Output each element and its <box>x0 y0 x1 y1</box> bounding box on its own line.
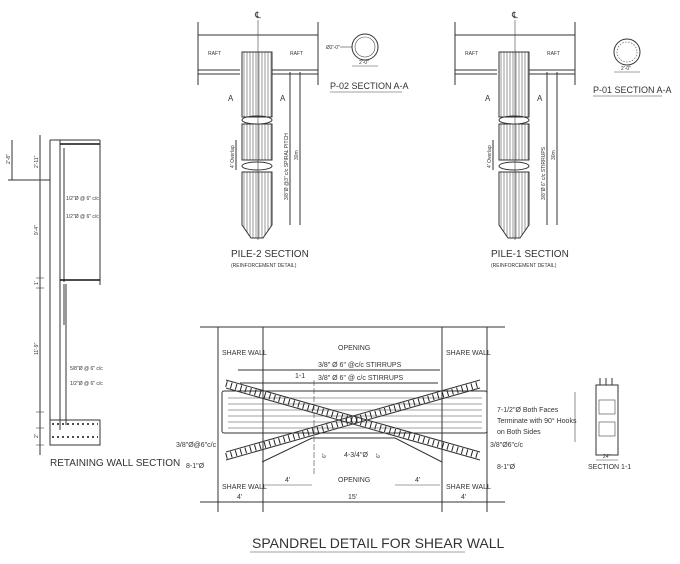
raft-label: RAFT <box>208 51 221 57</box>
p02-section: Ø2'-0" 2'-0" P-02 SECTION A-A <box>326 33 409 93</box>
pile-2-section: ℄ RAFT RAFT A A 4' Overlap 3/8"Ø @3" c/c… <box>197 10 319 269</box>
dim-text: 2' <box>34 434 40 438</box>
spandrel-title: SPANDREL DETAIL FOR SHEAR WALL <box>252 535 505 551</box>
raft-label: RAFT <box>465 51 478 57</box>
diameter-label: Ø2'-0" <box>326 45 340 51</box>
diagonal-bars-left: 8-1"Ø <box>186 463 205 470</box>
spiral-note: 3/8"Ø @3" c/c SPIRAL PITCH <box>284 133 290 200</box>
overlap-dim: 4' Overlap <box>487 145 493 168</box>
dim-4: 4' <box>461 494 466 501</box>
dim-text: 9'-4" <box>34 225 40 235</box>
pile-1-subtitle: (REINFORCEMENT DETAIL) <box>491 263 557 269</box>
spandrel-detail: OPENING SHARE WALL SHARE WALL 3/8" Ø 6" … <box>176 326 577 553</box>
rebar-note: 5/8"Ø @ 6" c/c <box>70 366 103 372</box>
pile-length: 30m <box>294 150 300 160</box>
stirrups-note-2: 3/8" Ø 6" @ c/c STIRRUPS <box>318 375 404 382</box>
opening-label-top: OPENING <box>338 345 370 352</box>
rebar-note: 1/2"Ø @ 6" c/c <box>66 196 99 202</box>
pile-2-subtitle: (REINFORCEMENT DETAIL) <box>231 263 297 269</box>
raft-label: RAFT <box>290 51 303 57</box>
centerline-symbol: ℄ <box>511 10 518 20</box>
opening-label-bottom: OPENING <box>338 477 370 484</box>
pile-2-title: PILE-2 SECTION <box>231 249 309 260</box>
share-wall-label: SHARE WALL <box>446 350 491 357</box>
retaining-wall-title: RETAINING WALL SECTION <box>50 458 180 469</box>
width-dim: 2'-0" <box>621 66 631 72</box>
stirrups-note-1: 3/8" Ø 6" @c/c STIRRUPS <box>318 362 402 369</box>
raft-label: RAFT <box>547 51 560 57</box>
share-wall-label: SHARE WALL <box>446 484 491 491</box>
dim-text: 6" <box>376 453 382 458</box>
p01-section: 2'-0" P-01 SECTION A-A <box>593 38 672 97</box>
section-mark: A <box>228 94 234 103</box>
side-bars-note: on Both Sides <box>497 429 541 436</box>
dim-15: 15' <box>348 494 357 501</box>
diagonal-bars <box>225 379 481 461</box>
dim-4: 4' <box>285 477 290 484</box>
dim-text: 1' <box>34 281 40 285</box>
pile-1-section: ℄ RAFT RAFT A A 4' Overlap 3/8"Ø 6" c/c … <box>454 10 576 269</box>
section-1-1-title: SECTION 1-1 <box>588 464 631 471</box>
ties-note-right: 3/8"Ø6"c/c <box>490 442 523 449</box>
centerline-symbol: ℄ <box>254 10 261 20</box>
dim-4: 4' <box>237 494 242 501</box>
pile-length: 30m <box>551 150 557 160</box>
width-dim: 24" <box>603 454 611 460</box>
bottom-bars-note: 4-3/4"Ø <box>344 452 368 459</box>
stirrup-note: 3/8"Ø 6" c/c STIRRUPS <box>541 146 547 200</box>
share-wall-label: SHARE WALL <box>222 350 267 357</box>
width-dim: 2'-0" <box>359 60 369 66</box>
section-mark: A <box>280 94 286 103</box>
rebar-note: 1/2"Ø @ 6" c/c <box>66 214 99 220</box>
rebar-note: 1/2"Ø @ 6" c/c <box>70 381 103 387</box>
side-bars-note: 7-1/2"Ø Both Faces <box>497 407 559 414</box>
dim-text: 2'-11" <box>34 155 40 168</box>
retaining-wall-section: 2'-8" 2'-11" 9'-4" 11'-9" 1' 2' 1/2"Ø @ … <box>6 135 180 469</box>
diagonal-bars-right: 8-1"Ø <box>497 464 516 471</box>
overlap-dim: 4' Overlap <box>230 145 236 168</box>
section-mark: A <box>485 94 491 103</box>
dim-text: 6" <box>322 453 328 458</box>
section-1-1: 24" SECTION 1-1 <box>574 378 631 471</box>
pile-1-title: PILE-1 SECTION <box>491 249 569 260</box>
p02-title: P-02 SECTION A-A <box>330 81 409 91</box>
dim-text: 11'-9" <box>34 342 40 355</box>
section-cut-label: 1-1 <box>295 373 305 380</box>
side-bars-note: Terminate with 90° Hooks <box>497 417 577 425</box>
section-mark: A <box>537 94 543 103</box>
dim-4: 4' <box>415 477 420 484</box>
ties-note-left: 3/8"Ø@6"c/c <box>176 442 217 449</box>
dim-text: 2'-8" <box>6 154 12 164</box>
p01-title: P-01 SECTION A-A <box>593 85 672 95</box>
share-wall-label: SHARE WALL <box>222 484 267 491</box>
